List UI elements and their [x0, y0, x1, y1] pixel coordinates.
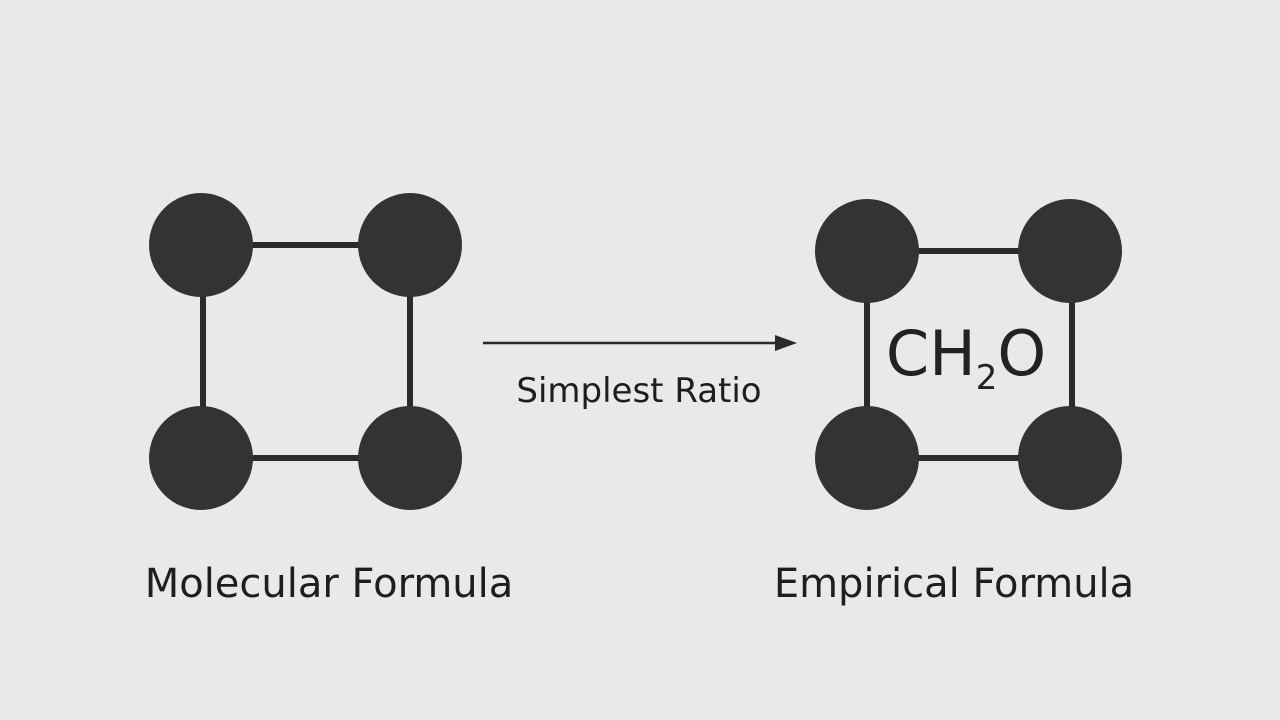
atom-top-left: [149, 193, 253, 297]
atom-top-right: [1018, 199, 1122, 303]
arrow-label: Simplest Ratio: [516, 371, 761, 411]
formula-subscript: 2: [976, 358, 998, 398]
arrow-head: [775, 335, 797, 351]
molecular-structure: [149, 193, 462, 510]
formula-prefix: CH: [886, 317, 976, 390]
atom-bottom-right: [358, 406, 462, 510]
ratio-arrow: [483, 335, 797, 351]
empirical-formula: CH2O: [886, 317, 1046, 398]
empirical-formula-label: Empirical Formula: [774, 561, 1134, 607]
atom-top-right: [358, 193, 462, 297]
molecular-formula-label: Molecular Formula: [145, 561, 514, 607]
formula-suffix: O: [997, 317, 1046, 390]
atom-top-left: [815, 199, 919, 303]
atom-bottom-left: [149, 406, 253, 510]
atom-bottom-left: [815, 406, 919, 510]
atom-bottom-right: [1018, 406, 1122, 510]
empirical-structure: [815, 199, 1122, 510]
